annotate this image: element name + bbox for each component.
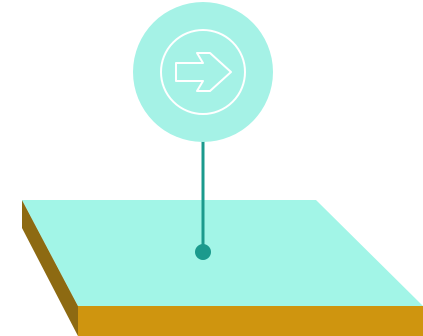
platform-left-face [22, 200, 78, 336]
platform-top-surface [22, 200, 423, 306]
pin-dot [195, 244, 211, 260]
arrow-right-icon [175, 52, 232, 92]
badge-circle[interactable] [133, 2, 273, 142]
badge-ring [160, 29, 246, 115]
platform-front-face [78, 306, 423, 336]
